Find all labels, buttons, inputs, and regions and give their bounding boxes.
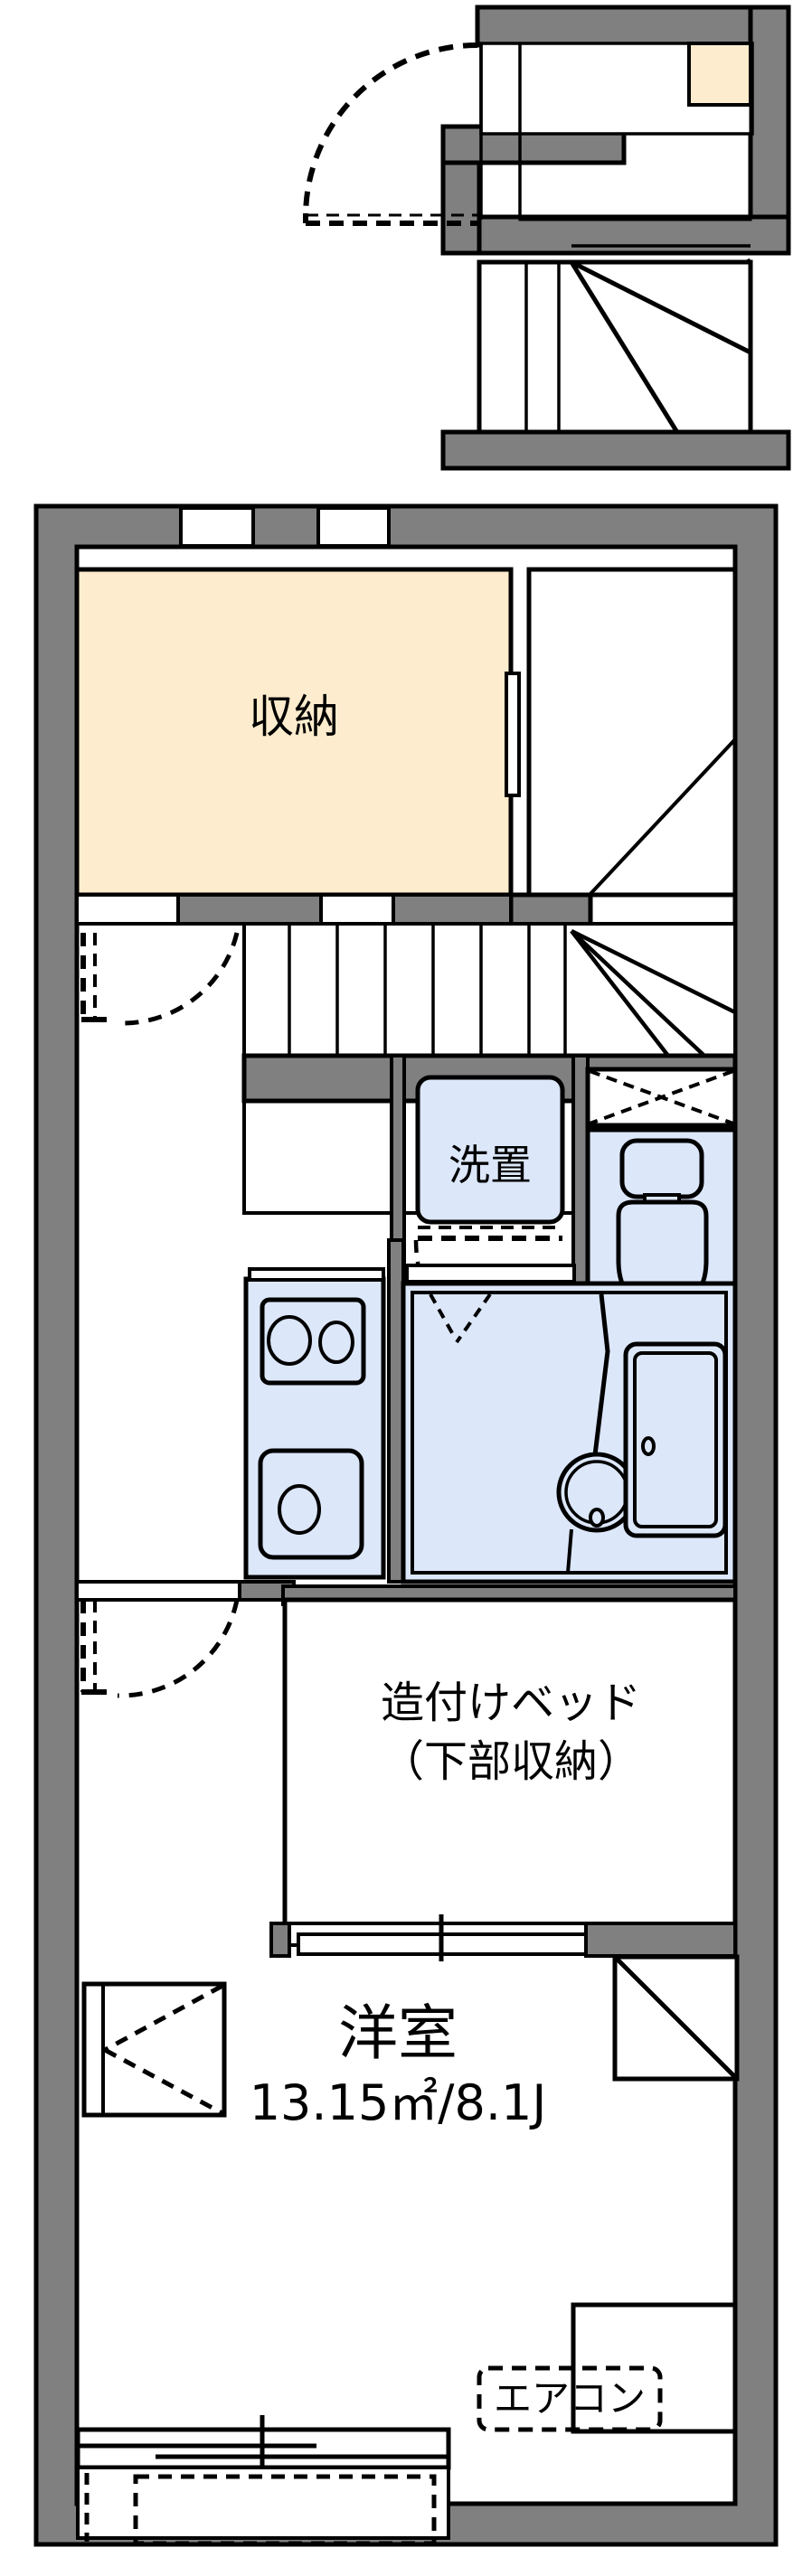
- upper-floor-stair-block: [303, 5, 791, 471]
- upper-bottom-wall: [440, 214, 791, 256]
- upper-block-base-wall: [440, 429, 791, 471]
- entrance-landing: [479, 42, 754, 221]
- upper-stair-well: [477, 259, 753, 437]
- awning-hinge-b: [103, 2047, 224, 2116]
- bed-foot-post-left: [269, 1922, 291, 1958]
- bed-panel-b: [297, 1932, 599, 1956]
- bed-head-left-band: [75, 1580, 241, 1602]
- shower-head-mark-b: [455, 1293, 492, 1344]
- western-style-room: 洋室 13.15㎡/8.1J: [250, 1998, 547, 2131]
- bathtub-inner: [633, 1351, 718, 1528]
- kitchen-backsplash: [248, 1267, 385, 1282]
- entrance-door-swing-arc: [303, 42, 478, 218]
- corner-window-diagonal: [615, 1957, 737, 2079]
- stair-winder-1: [570, 928, 737, 1015]
- winder-staircase-upper: [477, 244, 753, 437]
- top-window-right: [316, 506, 391, 548]
- shelf-x-b: [589, 1069, 734, 1125]
- shelf-above-laundry: [585, 1067, 738, 1128]
- landing-diagonal: [588, 738, 737, 897]
- bathtub-drain: [641, 1436, 656, 1456]
- shower-head-mark-a: [429, 1293, 457, 1339]
- entrance-hall-outline: [518, 42, 752, 221]
- kitchen-counter: [243, 1267, 386, 1580]
- balcony-rail-dashed: [133, 2474, 437, 2546]
- storage-head-mid: [176, 893, 323, 926]
- entry-door-main[interactable]: [80, 932, 240, 1026]
- wet-area: [243, 1238, 738, 1584]
- shoe-cabinet: [687, 42, 752, 107]
- entry-door-swing-arc: [118, 932, 240, 1026]
- unit-bathroom: [401, 1264, 738, 1584]
- balcony-sliding-window: [75, 2415, 451, 2546]
- awning-hinge-a: [103, 1983, 224, 2053]
- upper-right-wall: [748, 5, 791, 256]
- main-unit: 収納: [33, 503, 779, 2547]
- main-stair-landing: [508, 567, 738, 941]
- storage-head-right: [319, 893, 395, 926]
- storage-floor: [74, 567, 514, 898]
- main-landing-floor: [526, 567, 738, 898]
- top-window-left: [179, 506, 255, 548]
- corner-window: [612, 1954, 740, 2082]
- bed-label-line1: 造付けベッド: [381, 1678, 641, 1728]
- bed-door-swing-arc: [117, 1599, 240, 1698]
- bed-foot-wall-right: [584, 1922, 737, 1958]
- upper-top-wall: [475, 5, 791, 48]
- storage-head-far: [392, 893, 513, 926]
- laundry-label: 洗置: [448, 1141, 532, 1189]
- upper-winder-1: [570, 259, 752, 355]
- air-conditioner-label: エアコン: [494, 2376, 646, 2421]
- bed-area: [282, 1597, 738, 1928]
- upper-winder-2: [569, 260, 681, 436]
- bed-label-line2: （下部収納）: [381, 1736, 641, 1787]
- top-wall-windows: [179, 506, 391, 548]
- storage-label: 収納: [249, 691, 339, 743]
- storage-closet: 収納: [74, 567, 521, 898]
- basin-bracket: [566, 1528, 573, 1574]
- stair-winder-3: [570, 929, 673, 1061]
- storage-opening: [505, 672, 521, 797]
- side-awning-window: [81, 1981, 227, 2118]
- stove-burner-large: [267, 1315, 312, 1366]
- room-area-label: 13.15㎡/8.1J: [250, 2074, 547, 2131]
- stove-burner-small: [318, 1321, 354, 1364]
- toilet-tank: [619, 1138, 704, 1199]
- ac-wall-recess: [571, 2302, 738, 2434]
- air-conditioner: エアコン: [477, 2302, 738, 2434]
- storage-head-band: [75, 893, 513, 926]
- bath-entry-head: [405, 1264, 576, 1283]
- entrance-door-upper[interactable]: [303, 42, 481, 226]
- kitchen-sink-drain: [278, 1484, 321, 1535]
- balcony-threshold: [76, 2466, 450, 2540]
- washing-machine-pan: [415, 1075, 565, 1225]
- bed-area-door[interactable]: [80, 1599, 240, 1698]
- basin-faucet-stem: [592, 1293, 610, 1456]
- basin-drain: [589, 1508, 605, 1528]
- built-in-bed: 造付けベッド （下部収納）: [75, 1580, 738, 1961]
- air-conditioner-outline: [477, 2365, 663, 2432]
- room-name-label: 洋室: [338, 1998, 458, 2068]
- storage-head-left: [75, 893, 180, 926]
